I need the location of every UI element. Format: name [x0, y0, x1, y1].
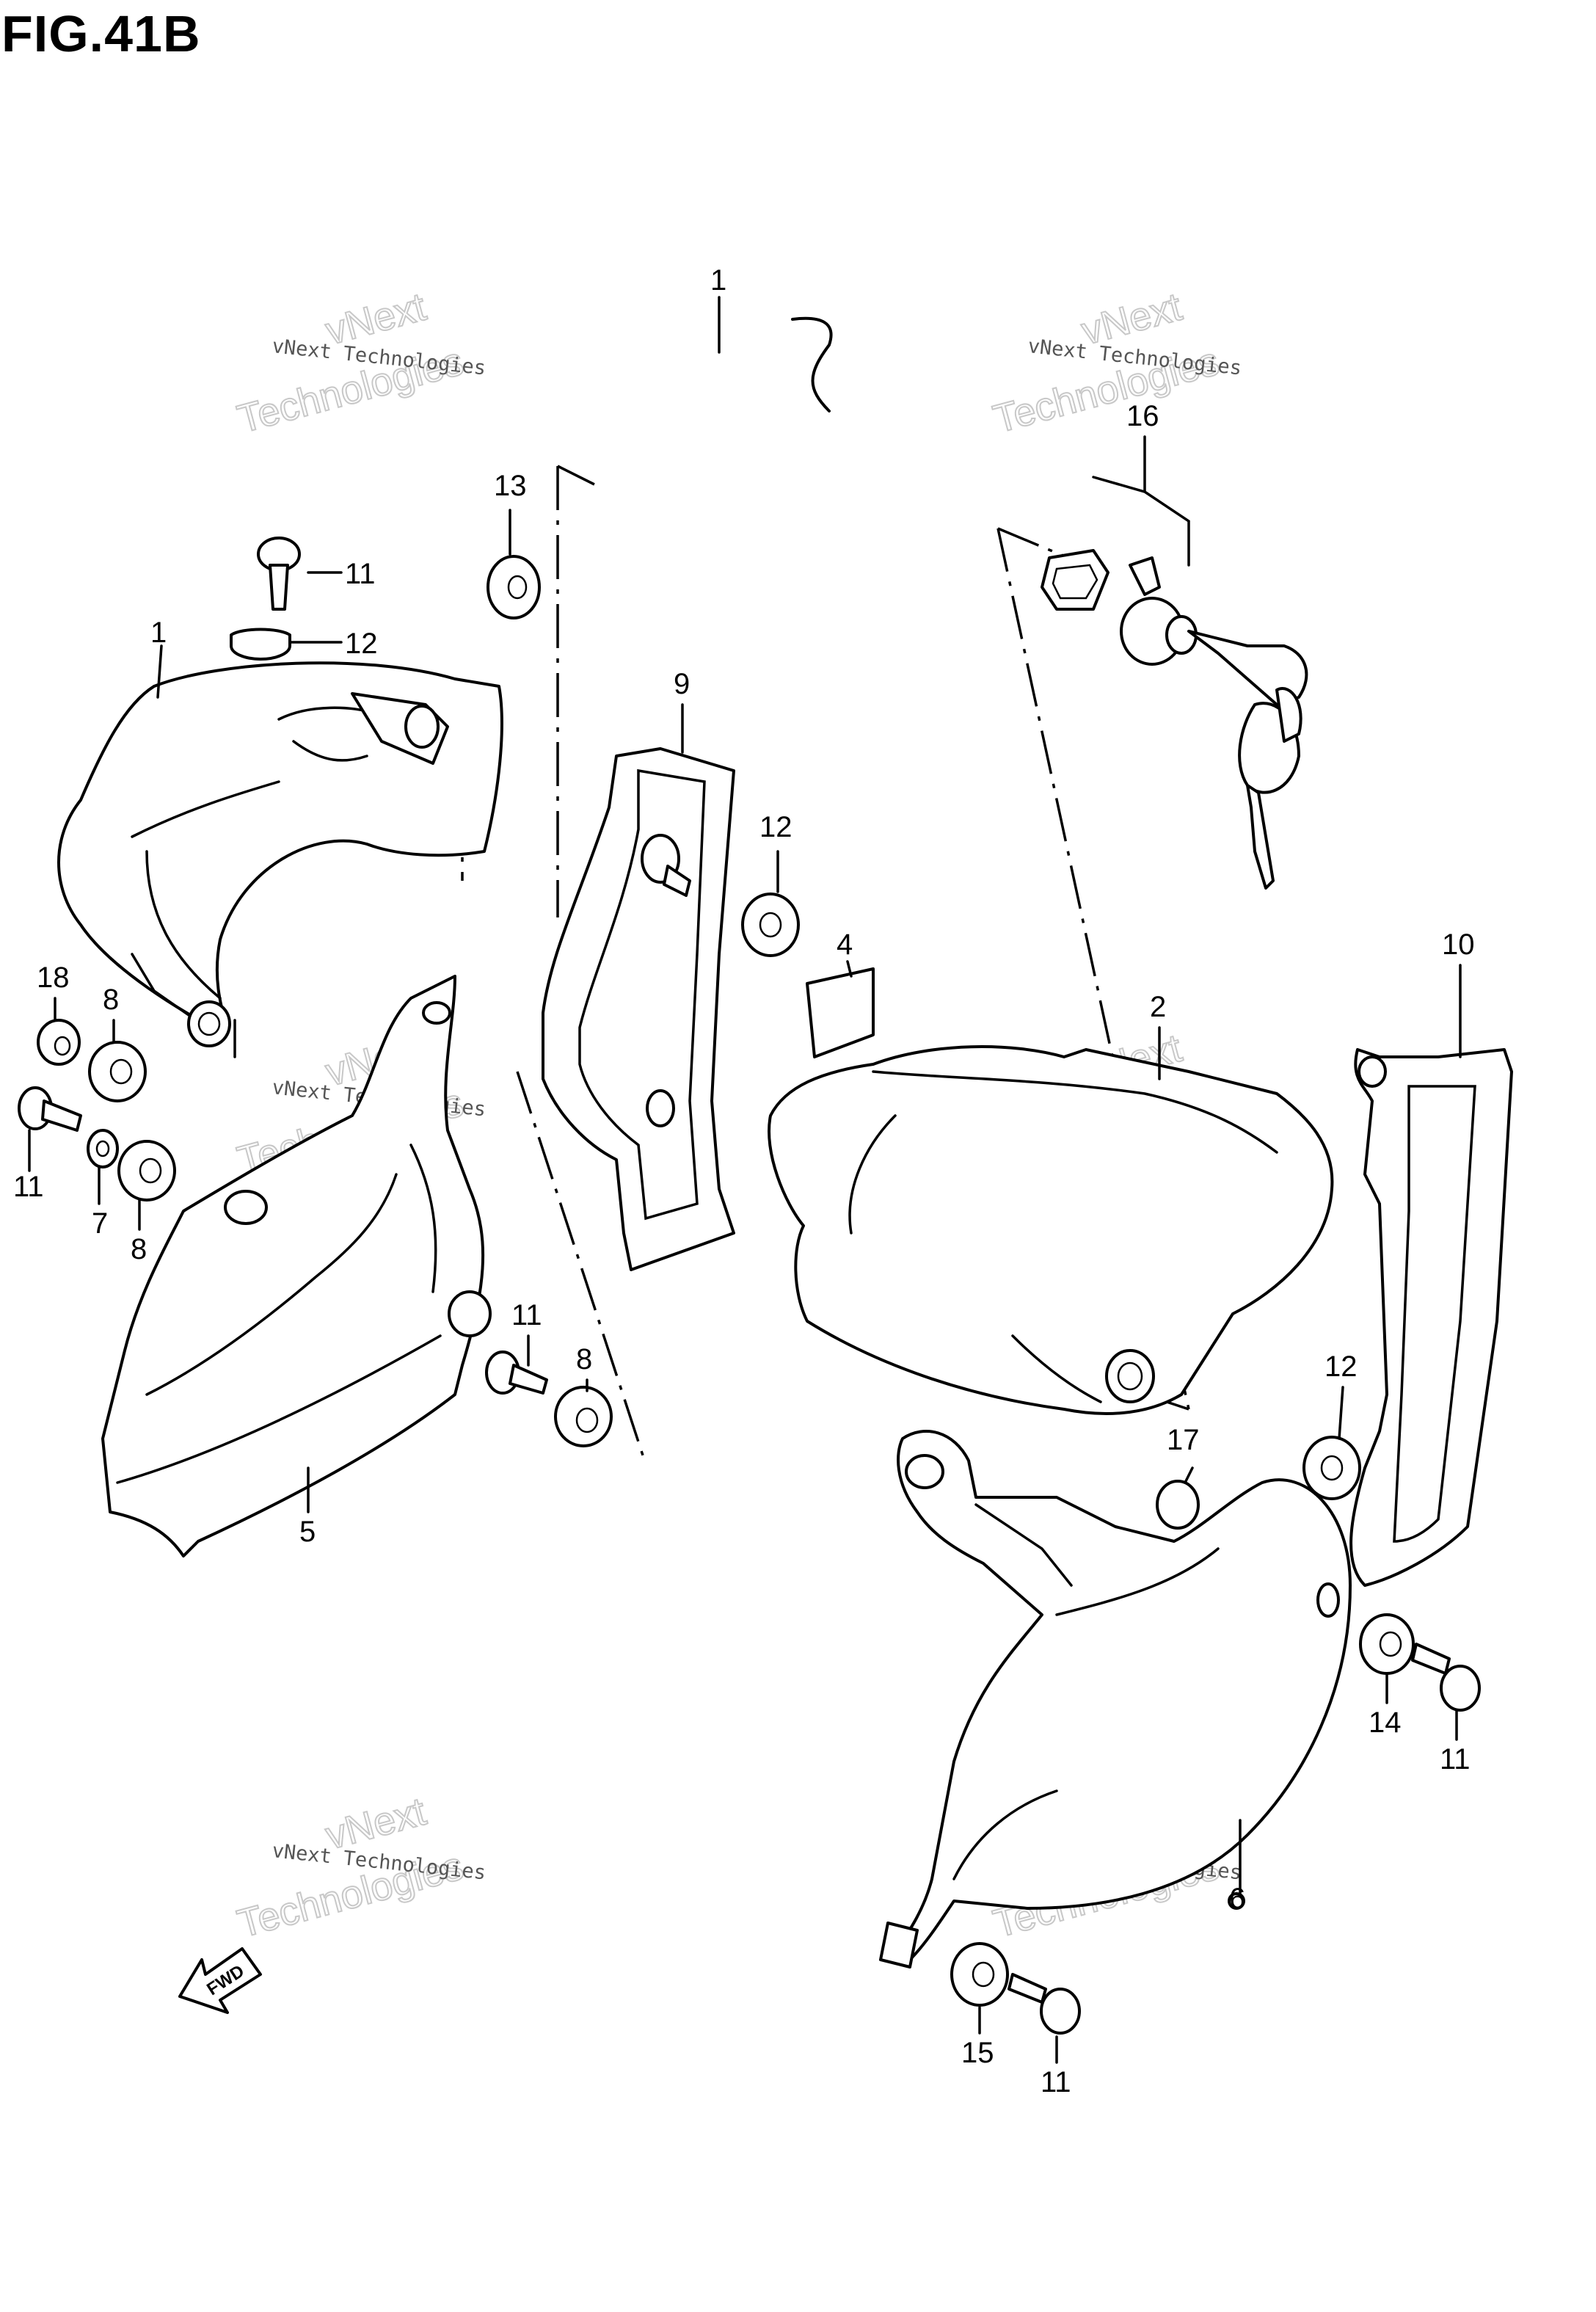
callout-1: 1: [150, 617, 167, 649]
part-6-lower-right-cover: [879, 1430, 1352, 1969]
collar-15: [950, 1942, 1009, 2007]
bolt-11-top: [257, 537, 301, 611]
collar-8-left-lower: [117, 1140, 176, 1202]
callout-11b: 11: [13, 1171, 44, 1203]
bolt-11-middle: [485, 1351, 548, 1395]
part-4-plate: [806, 967, 875, 1058]
callout-11e: 11: [1041, 2066, 1071, 2098]
watermark-1: Technologies vNext vNext Technologies: [233, 284, 487, 443]
fwd-direction-arrow: FWD: [178, 1947, 262, 2014]
grommet-12-right: [1302, 1436, 1361, 1500]
bolt-11-bottom: [1007, 1973, 1081, 2035]
callout-12b: 12: [759, 811, 792, 843]
callout-8c: 8: [576, 1343, 592, 1375]
bolt-11-right: [1411, 1643, 1481, 1712]
callout-13: 13: [494, 470, 527, 502]
callout-2: 2: [1150, 991, 1166, 1023]
figure-title: FIG.41B: [1, 5, 201, 62]
callout-7: 7: [92, 1207, 108, 1240]
watermark-5: Technologies vNext vNext Technologies: [233, 1789, 487, 1947]
part-5-lower-left-cover: [101, 975, 492, 1557]
callout-11: 11: [345, 558, 376, 590]
collar-8-left: [88, 1041, 147, 1102]
grommet-12-middle: [741, 893, 800, 957]
screw-6: [1228, 1892, 1245, 1910]
callout-4: 4: [837, 928, 853, 961]
callout-12c: 12: [1324, 1351, 1358, 1383]
part-1-left-cover: [57, 661, 503, 1058]
part-9-bracket: [542, 747, 735, 1271]
collar-14: [1359, 1613, 1415, 1675]
part-16-lock-set: [1041, 549, 1308, 890]
callout-10: 10: [1442, 928, 1475, 961]
callout-15: 15: [961, 2037, 994, 2069]
part-2-right-cover: [768, 1045, 1334, 1415]
callout-14: 14: [1369, 1706, 1402, 1739]
callout-6: 6: [1229, 1883, 1245, 1915]
washer-7: [87, 1129, 119, 1168]
callout-16: 16: [1126, 400, 1159, 432]
callout-17: 17: [1167, 1424, 1200, 1456]
collar-8-middle: [554, 1386, 613, 1447]
callout-5: 5: [299, 1516, 316, 1548]
callout-11d: 11: [1440, 1743, 1471, 1775]
grommet-18: [37, 1019, 81, 1066]
callout-8: 8: [103, 984, 119, 1016]
grommet-12-top: [230, 628, 291, 661]
leader-lines: [28, 296, 1462, 2064]
callout-12: 12: [345, 628, 378, 660]
part-3-upper-panel: [791, 316, 833, 412]
callout-9: 9: [674, 668, 690, 700]
bolt-11-left: [18, 1086, 82, 1132]
grommet-13: [487, 555, 541, 619]
part-10-bracket: [1349, 1048, 1513, 1587]
callout-3: 1: [710, 264, 726, 297]
callout-labels: 1 13 11 12 1 9 12 4 18 8 11 7 8 5 11 8 1…: [13, 264, 1475, 2098]
callout-8b: 8: [131, 1233, 147, 1265]
grommet-17: [1156, 1480, 1200, 1530]
watermark-2: Technologies vNext vNext Technologies: [988, 284, 1243, 443]
callout-18: 18: [37, 961, 70, 994]
callout-11c: 11: [511, 1299, 542, 1331]
